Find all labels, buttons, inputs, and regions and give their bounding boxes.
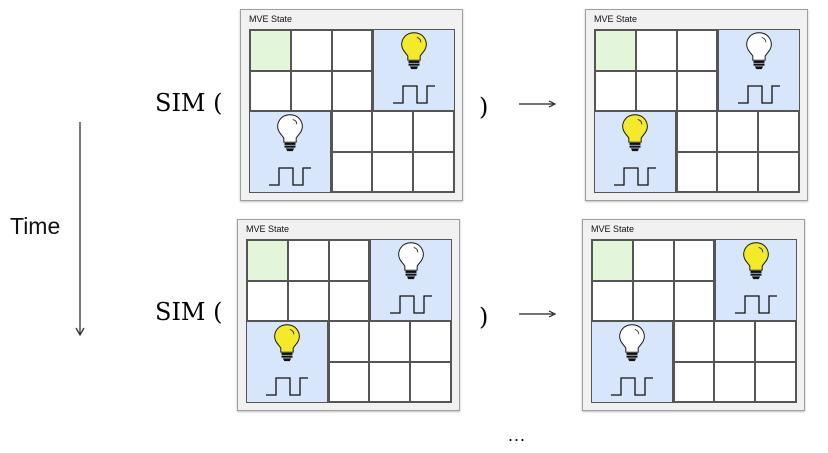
continuation-ellipsis: ... bbox=[508, 425, 527, 445]
grid-cell bbox=[673, 321, 715, 362]
close-paren-2: ) bbox=[479, 303, 489, 331]
mve-state-panel-row2-input: MVE State bbox=[237, 219, 460, 411]
panel-title: MVE State bbox=[246, 224, 290, 234]
sim-label-2: SIM ( bbox=[155, 298, 223, 326]
grid-cell bbox=[328, 361, 370, 402]
grid-cell bbox=[676, 70, 718, 111]
grid-cell bbox=[673, 240, 715, 281]
grid-cell bbox=[250, 70, 291, 111]
grid-cell bbox=[287, 280, 329, 321]
grid-cell bbox=[592, 280, 633, 321]
grid-cell bbox=[372, 111, 414, 152]
grid-cell bbox=[247, 280, 288, 321]
panel-title: MVE State bbox=[249, 14, 293, 24]
grid-cell bbox=[413, 111, 454, 152]
grid-cell bbox=[331, 70, 373, 111]
grid-cell bbox=[714, 321, 756, 362]
sim-label-1: SIM ( bbox=[155, 89, 223, 117]
square-wave-icon bbox=[736, 83, 782, 110]
panel-title: MVE State bbox=[594, 14, 638, 24]
top-right-light-block bbox=[714, 239, 797, 321]
bottom-left-light-block bbox=[246, 321, 329, 403]
grid-cell bbox=[755, 321, 796, 362]
top-right-light-block bbox=[717, 29, 800, 111]
grid-cell bbox=[328, 240, 370, 281]
grid-cell bbox=[717, 151, 759, 192]
grid-cell bbox=[635, 70, 677, 111]
grid-cell bbox=[632, 240, 674, 281]
square-wave-icon bbox=[609, 375, 655, 402]
grid-cell bbox=[755, 361, 796, 402]
grid-cell bbox=[758, 151, 799, 192]
grid-cell bbox=[410, 321, 451, 362]
start-cell bbox=[250, 30, 291, 71]
lightbulb-off-icon bbox=[743, 30, 775, 77]
square-wave-icon bbox=[267, 165, 313, 192]
grid-cell bbox=[673, 280, 715, 321]
grid-cell bbox=[673, 361, 715, 402]
bottom-left-light-block bbox=[591, 321, 674, 403]
transition-arrow-icon bbox=[519, 310, 557, 318]
mve-state-panel-row1-input: MVE State bbox=[240, 9, 463, 201]
top-right-light-block bbox=[369, 239, 452, 321]
start-cell bbox=[592, 240, 633, 281]
grid-cell bbox=[328, 280, 370, 321]
start-cell bbox=[595, 30, 636, 71]
grid-cell bbox=[676, 30, 718, 71]
time-label: Time bbox=[10, 213, 61, 239]
square-wave-icon bbox=[264, 375, 310, 402]
grid-cell bbox=[290, 30, 332, 71]
grid-cell bbox=[413, 151, 454, 192]
transition-arrow-icon bbox=[519, 100, 557, 108]
time-arrow-icon bbox=[75, 122, 85, 337]
grid-cell bbox=[676, 111, 718, 152]
lightbulb-on-icon bbox=[271, 322, 303, 369]
grid-cell bbox=[632, 280, 674, 321]
grid-cell bbox=[410, 361, 451, 402]
grid-cell bbox=[635, 30, 677, 71]
grid-cell bbox=[290, 70, 332, 111]
grid-cell bbox=[717, 111, 759, 152]
square-wave-icon bbox=[391, 83, 437, 110]
grid-cell bbox=[595, 70, 636, 111]
lightbulb-off-icon bbox=[274, 112, 306, 159]
lightbulb-on-icon bbox=[398, 30, 430, 77]
grid-cell bbox=[331, 111, 373, 152]
bottom-left-light-block bbox=[249, 111, 332, 193]
close-paren-1: ) bbox=[479, 93, 489, 121]
grid-cell bbox=[372, 151, 414, 192]
top-right-light-block bbox=[372, 29, 455, 111]
lightbulb-off-icon bbox=[395, 240, 427, 287]
grid-cell bbox=[758, 111, 799, 152]
grid-cell bbox=[369, 361, 411, 402]
square-wave-icon bbox=[388, 293, 434, 320]
square-wave-icon bbox=[733, 293, 779, 320]
lightbulb-off-icon bbox=[616, 322, 648, 369]
lightbulb-on-icon bbox=[619, 112, 651, 159]
square-wave-icon bbox=[612, 165, 658, 192]
grid-cell bbox=[714, 361, 756, 402]
grid-cell bbox=[287, 240, 329, 281]
grid-cell bbox=[331, 30, 373, 71]
mve-state-panel-row1-output: MVE State bbox=[585, 9, 808, 201]
grid-cell bbox=[331, 151, 373, 192]
mve-state-panel-row2-output: MVE State bbox=[582, 219, 805, 411]
bottom-left-light-block bbox=[594, 111, 677, 193]
lightbulb-on-icon bbox=[740, 240, 772, 287]
grid-cell bbox=[676, 151, 718, 192]
grid-cell bbox=[328, 321, 370, 362]
grid-cell bbox=[369, 321, 411, 362]
start-cell bbox=[247, 240, 288, 281]
panel-title: MVE State bbox=[591, 224, 635, 234]
